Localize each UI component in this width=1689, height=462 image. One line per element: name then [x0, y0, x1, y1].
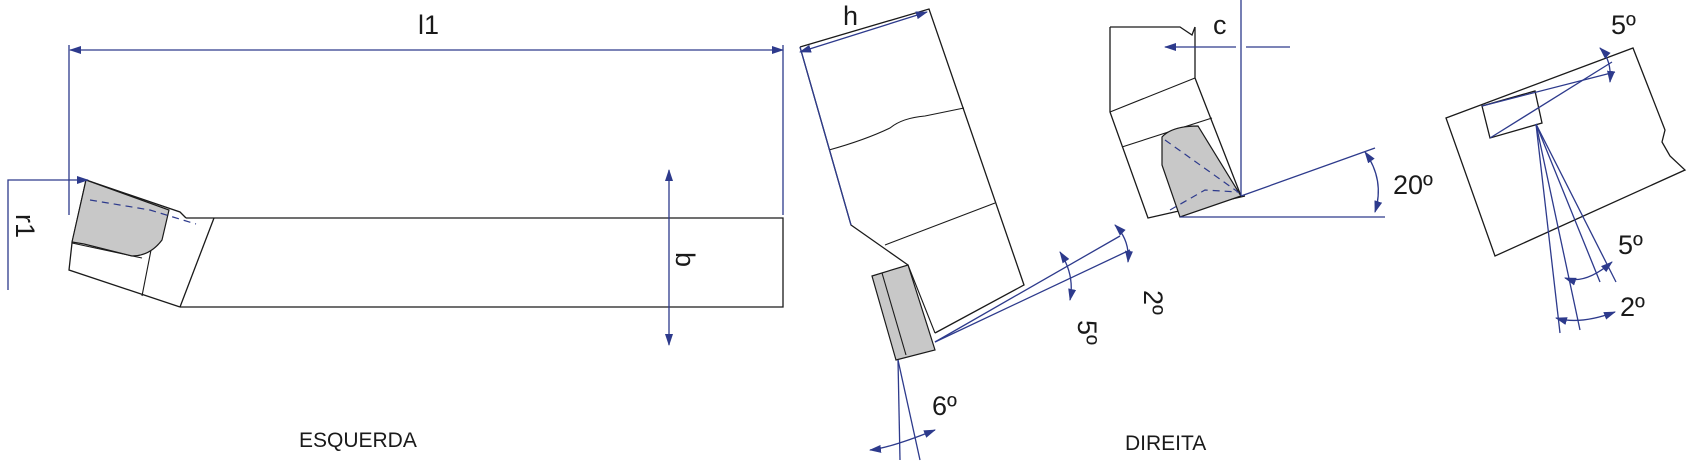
- middle-angle-label-2: 2º: [1138, 290, 1168, 315]
- left-caption: ESQUERDA: [299, 429, 417, 452]
- middle-edge-line-a: [934, 235, 1121, 343]
- middle-angle-arc-5: [1059, 251, 1077, 301]
- left-view: l1 r1 b ESQUERDA: [7, 10, 784, 452]
- left-label-r1: r1: [10, 214, 40, 238]
- middle-insert-edge: [881, 272, 907, 356]
- middle-edge-line-c: [897, 359, 921, 461]
- middle-edge-line-d: [897, 359, 901, 461]
- middle-dim-h-extension: [799, 46, 852, 226]
- right-angle-line: [1240, 147, 1376, 197]
- far-right-angle-label-bottom: 2º: [1620, 292, 1645, 322]
- far-right-fan-line-c: [1535, 123, 1601, 283]
- far-right-insert-pocket: [1481, 90, 1543, 139]
- left-tool-body: [68, 179, 784, 308]
- right-angle-label-20: 20º: [1393, 170, 1433, 200]
- middle-edge-line-b: [934, 249, 1131, 343]
- far-right-fan-line-b: [1535, 123, 1581, 331]
- middle-dim-h-line: [799, 11, 928, 53]
- middle-angle-arc-2: [1114, 224, 1133, 263]
- right-angle-arc-20: [1364, 151, 1383, 213]
- far-right-view: 5º 5º 2º: [1445, 10, 1687, 334]
- left-insert-dashed-outline: [89, 199, 197, 225]
- far-right-angle-arc-bottom: [1555, 311, 1616, 325]
- far-right-angle-label-mid: 5º: [1618, 230, 1643, 260]
- far-right-top-line-a: [1481, 71, 1616, 107]
- middle-angle-label-6: 6º: [932, 391, 957, 421]
- far-right-angle-arc-mid: [1564, 261, 1613, 286]
- far-right-angle-arc-top: [1599, 47, 1615, 83]
- far-right-tool-body: [1445, 47, 1687, 257]
- left-label-l1: l1: [418, 10, 439, 40]
- left-dim-r1-line: [7, 176, 89, 290]
- right-insert: [1161, 125, 1242, 218]
- far-right-fan-line-a: [1535, 123, 1561, 334]
- middle-label-h: h: [843, 1, 858, 31]
- left-insert: [71, 179, 170, 257]
- middle-angle-label-5: 5º: [1072, 320, 1102, 345]
- far-right-fan-line-d: [1535, 123, 1617, 283]
- middle-angle-arc-6: [869, 429, 936, 453]
- right-caption: DIREITA: [1125, 432, 1206, 455]
- right-label-c: c: [1213, 10, 1227, 40]
- middle-insert: [871, 264, 936, 361]
- right-view: c 20º DIREITA: [1109, 0, 1433, 455]
- far-right-top-line-b: [1489, 61, 1613, 139]
- far-right-angle-label-top: 5º: [1611, 10, 1636, 40]
- left-label-b: b: [670, 252, 700, 267]
- middle-view: h 5º 2º 6º: [799, 1, 1168, 461]
